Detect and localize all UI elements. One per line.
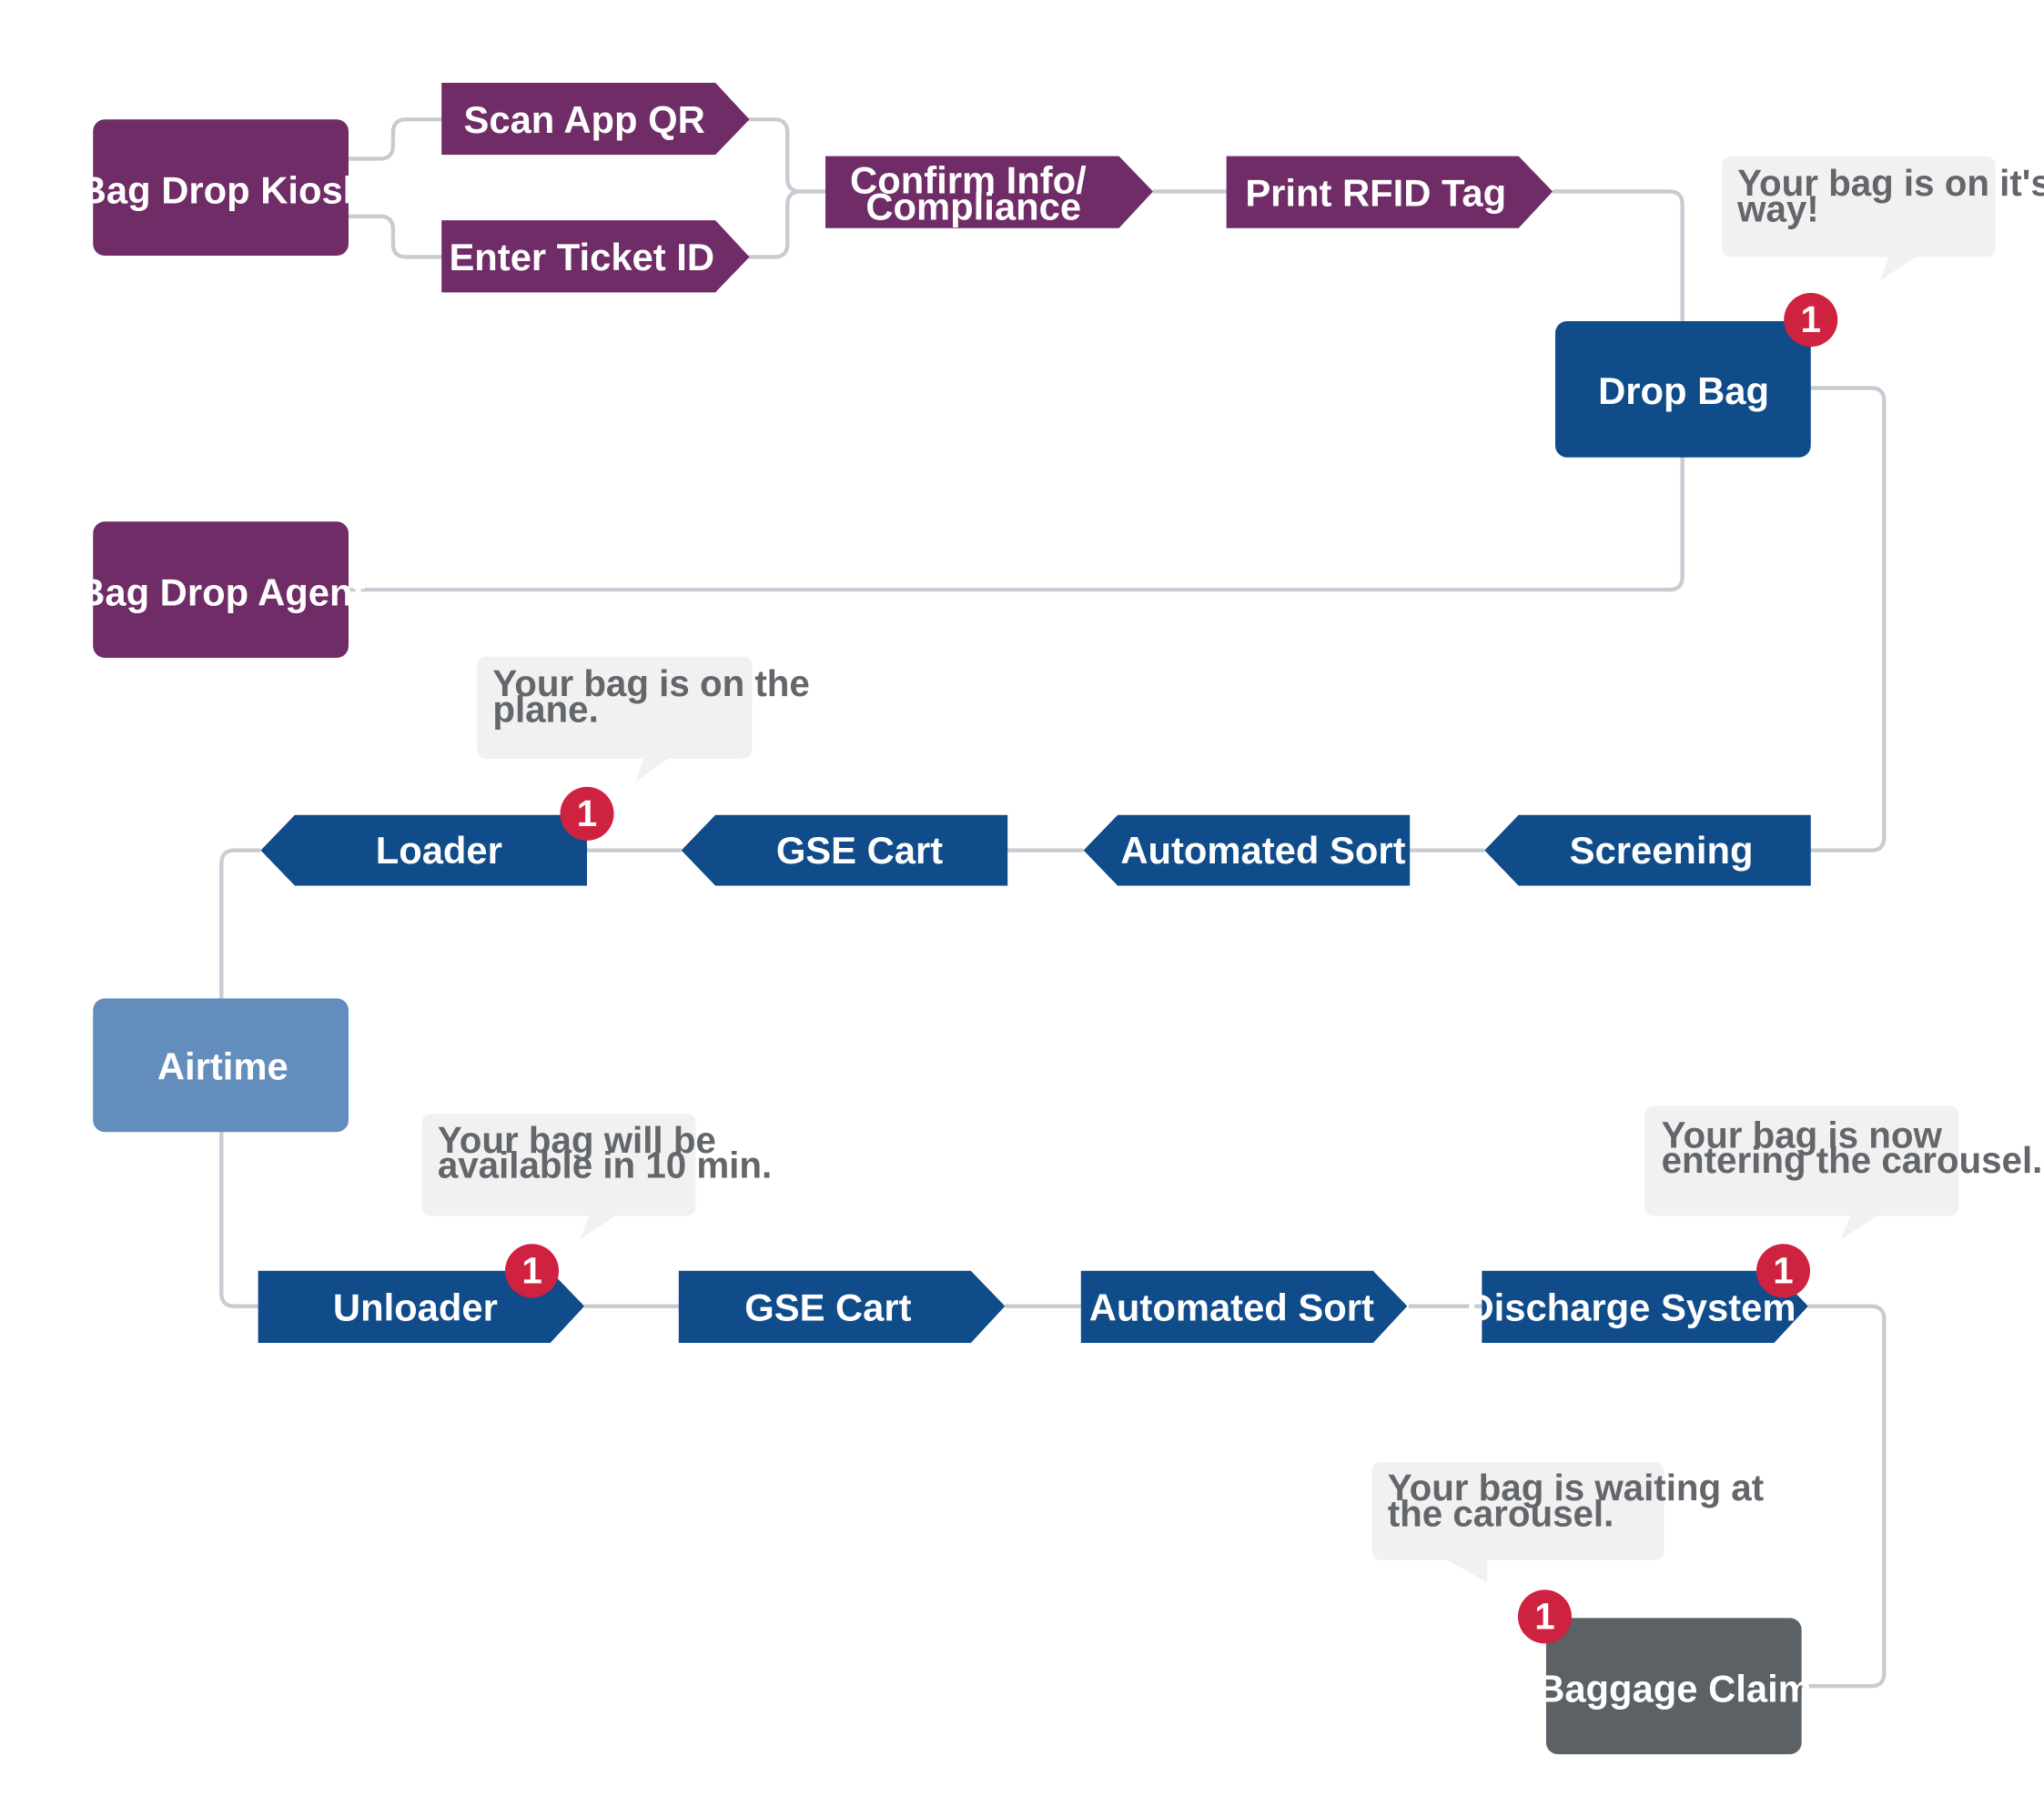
connector-discharge-to-claim	[1801, 1304, 1887, 1689]
label-print-rfid-tag: Print RFID Tag	[1245, 171, 1506, 214]
notification-bubble-baggage-claim: Your bag is waiting at the carousel.	[1371, 1462, 1775, 1583]
node-discharge-system[interactable]: Discharge System	[1466, 1270, 1808, 1343]
node-automated-sort-inbound[interactable]: Automated Sort	[1080, 1270, 1408, 1343]
connector-dropbag-to-screening	[1809, 386, 1887, 853]
svg-text:1: 1	[1534, 1596, 1554, 1637]
label-discharge-system: Discharge System	[1466, 1286, 1796, 1329]
label-automated-sort-outbound: Automated Sort	[1120, 829, 1405, 872]
bubble-text-discharge-system: Your bag is now entering the carousel.	[1662, 1115, 2043, 1180]
svg-text:1: 1	[1801, 299, 1821, 340]
node-unloader[interactable]: Unloader	[258, 1270, 585, 1343]
label-drop-bag: Drop Bag	[1598, 369, 1769, 412]
node-bag-drop-agent[interactable]: Bag Drop Agent	[77, 521, 366, 659]
connector-scan-to-confirm	[748, 117, 827, 194]
label-scan-app-qr: Scan App QR	[464, 98, 705, 141]
bubble-text-baggage-claim: Your bag is waiting at the carousel.	[1388, 1468, 1775, 1535]
label-screening: Screening	[1570, 829, 1754, 872]
notification-badge-unloader: 1	[505, 1244, 560, 1298]
label-unloader: Unloader	[333, 1286, 498, 1329]
label-airtime: Airtime	[157, 1045, 288, 1088]
node-drop-bag[interactable]: Drop Bag	[1554, 320, 1811, 458]
node-airtime[interactable]: Airtime	[93, 998, 349, 1133]
notification-bubble-loader: Your bag is on the plane.	[477, 656, 820, 782]
label-gse-cart-outbound: GSE Cart	[776, 829, 943, 872]
connector-print-to-dropbag	[1553, 189, 1685, 321]
label-enter-ticket-id: Enter Ticket ID	[449, 236, 714, 278]
connector-lines	[219, 117, 1887, 1689]
connector-agent-to-dropbag	[348, 456, 1685, 592]
node-confirm-info-compliance[interactable]: Confirm Info/ Compliance	[825, 156, 1153, 228]
node-print-rfid-tag[interactable]: Print RFID Tag	[1226, 156, 1553, 228]
notification-badge-loader: 1	[560, 786, 614, 841]
label-automated-sort-inbound: Automated Sort	[1089, 1286, 1374, 1329]
connector-kiosk-to-ticket	[348, 214, 442, 259]
node-baggage-claim[interactable]: Baggage Claim	[1537, 1618, 1812, 1755]
notification-badge-discharge-system: 1	[1756, 1244, 1811, 1298]
label-bag-drop-kiosk: Bag Drop Kiosk	[79, 169, 365, 212]
connector-loader-to-airtime	[219, 848, 261, 999]
node-enter-ticket-id[interactable]: Enter Ticket ID	[441, 220, 750, 293]
label-gse-cart-inbound: GSE Cart	[744, 1286, 911, 1329]
node-automated-sort-outbound[interactable]: Automated Sort	[1083, 814, 1411, 886]
svg-text:1: 1	[1773, 1250, 1793, 1291]
connector-kiosk-to-scan	[348, 117, 442, 161]
node-scan-app-qr[interactable]: Scan App QR	[441, 82, 750, 156]
node-screening[interactable]: Screening	[1484, 814, 1811, 886]
notification-bubble-drop-bag: Your bag is on it's way!	[1721, 156, 2044, 281]
node-loader[interactable]: Loader	[260, 814, 588, 886]
connector-airtime-to-unloader	[219, 1132, 258, 1308]
label-bag-drop-agent: Bag Drop Agent	[77, 571, 365, 614]
label-loader: Loader	[376, 829, 502, 872]
bubble-text-drop-bag: Your bag is on it's way!	[1736, 163, 2044, 230]
svg-text:1: 1	[521, 1250, 541, 1291]
notification-bubble-unloader: Your bag will be available in 10 min.	[421, 1114, 772, 1240]
node-gse-cart-outbound[interactable]: GSE Cart	[681, 814, 1008, 886]
bubble-text-unloader: Your bag will be available in 10 min.	[438, 1120, 772, 1185]
node-bag-drop-kiosk[interactable]: Bag Drop Kiosk	[79, 119, 365, 257]
notification-badge-drop-bag: 1	[1784, 293, 1838, 348]
label-confirm-info-compliance: Confirm Info/ Compliance	[850, 158, 1097, 227]
notification-bubble-discharge-system: Your bag is now entering the carousel.	[1644, 1105, 2043, 1240]
notification-badge-baggage-claim: 1	[1517, 1589, 1572, 1644]
node-gse-cart-inbound[interactable]: GSE Cart	[678, 1270, 1006, 1343]
label-baggage-claim: Baggage Claim	[1537, 1668, 1812, 1710]
svg-text:1: 1	[577, 793, 597, 834]
connector-ticket-to-confirm	[748, 189, 801, 259]
bubble-text-loader: Your bag is on the plane.	[492, 663, 820, 731]
